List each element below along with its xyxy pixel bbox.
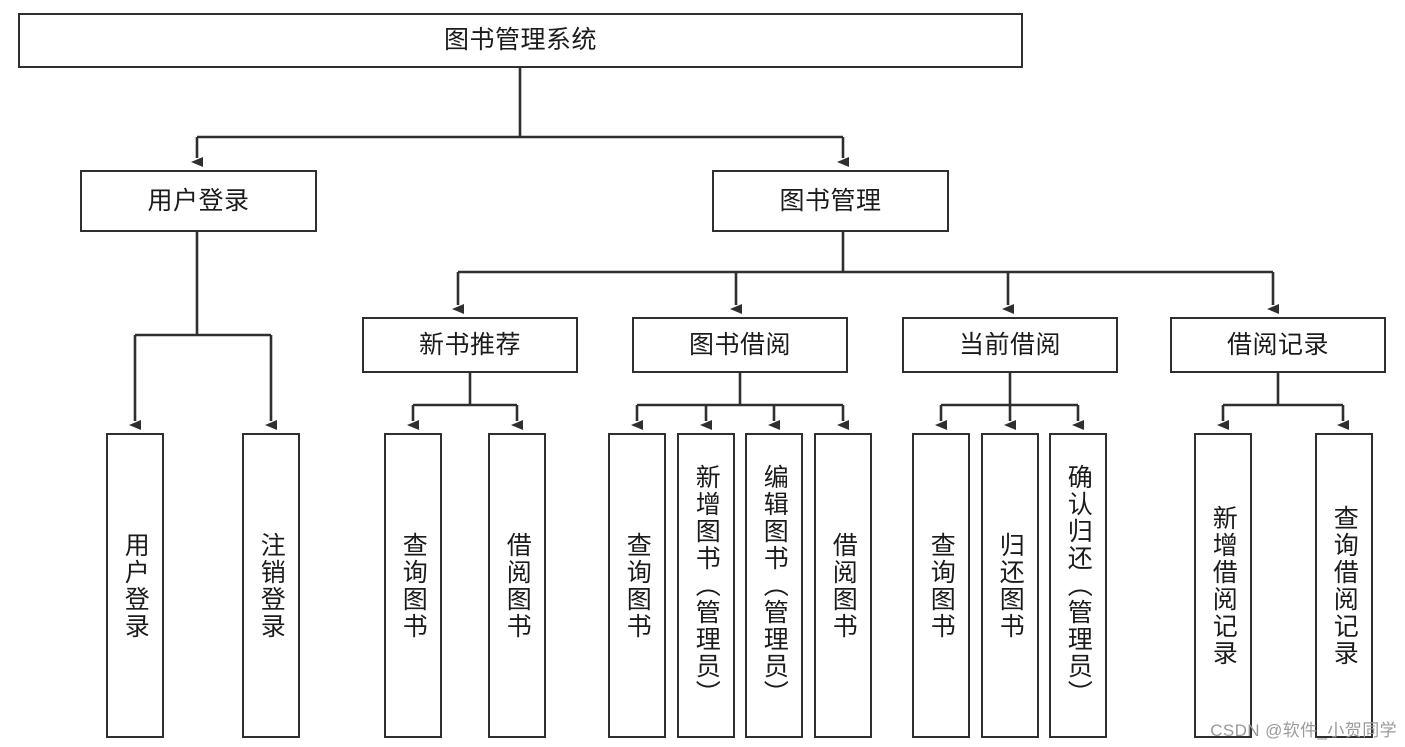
node-current-borrow-label: 当前借阅 — [958, 330, 1061, 359]
leaf-borrow-record-add[interactable]: 新增借阅记录 — [1194, 433, 1252, 738]
leaf-new-book-borrow[interactable]: 借阅图书 — [488, 433, 546, 738]
node-new-book-recommend[interactable]: 新书推荐 — [362, 317, 578, 373]
leaf-new-book-query[interactable]: 查询图书 — [384, 433, 442, 738]
node-root-label: 图书管理系统 — [443, 26, 597, 54]
node-borrow-record-label: 借阅记录 — [1226, 330, 1329, 359]
leaf-borrow-record-query[interactable]: 查询借阅记录 — [1315, 433, 1373, 738]
leaf-current-borrow-confirm[interactable]: 确认归还（管理员） — [1049, 433, 1107, 738]
node-book-management-label: 图书管理 — [779, 186, 882, 215]
csdn-watermark: CSDN @软件_小贺同学 — [1210, 721, 1397, 740]
leaf-label: 新增借阅记录 — [1209, 504, 1238, 667]
node-current-borrow[interactable]: 当前借阅 — [902, 317, 1118, 373]
leaf-label: 新增图书（管理员） — [692, 464, 721, 707]
node-borrow-record[interactable]: 借阅记录 — [1170, 317, 1386, 373]
node-user-login[interactable]: 用户登录 — [80, 170, 317, 232]
leaf-label: 确认归还（管理员） — [1064, 464, 1093, 707]
leaf-book-borrow-query[interactable]: 查询图书 — [608, 433, 666, 738]
leaf-label: 查询借阅记录 — [1330, 504, 1359, 667]
node-user-login-label: 用户登录 — [147, 186, 250, 215]
leaf-user-login-logout[interactable]: 注销登录 — [242, 433, 300, 738]
leaf-label: 借阅图书 — [829, 531, 858, 640]
leaf-label: 编辑图书（管理员） — [760, 464, 789, 707]
leaf-user-login-login[interactable]: 用户登录 — [106, 433, 164, 738]
leaf-label: 归还图书 — [996, 531, 1025, 640]
leaf-label: 查询图书 — [623, 531, 652, 640]
leaf-label: 注销登录 — [257, 531, 286, 640]
node-book-borrow[interactable]: 图书借阅 — [632, 317, 848, 373]
leaf-current-borrow-return[interactable]: 归还图书 — [981, 433, 1039, 738]
leaf-label: 查询图书 — [399, 531, 428, 640]
leaf-current-borrow-query[interactable]: 查询图书 — [912, 433, 970, 738]
node-new-book-recommend-label: 新书推荐 — [418, 330, 521, 359]
leaf-book-borrow-edit[interactable]: 编辑图书（管理员） — [745, 433, 803, 738]
node-root[interactable]: 图书管理系统 — [18, 13, 1023, 68]
leaf-book-borrow-borrow[interactable]: 借阅图书 — [814, 433, 872, 738]
node-book-borrow-label: 图书借阅 — [688, 330, 791, 359]
leaf-label: 查询图书 — [927, 531, 956, 640]
leaf-book-borrow-add[interactable]: 新增图书（管理员） — [677, 433, 735, 738]
leaf-label: 用户登录 — [121, 531, 150, 640]
node-book-management[interactable]: 图书管理 — [712, 170, 949, 232]
leaf-label: 借阅图书 — [503, 531, 532, 640]
